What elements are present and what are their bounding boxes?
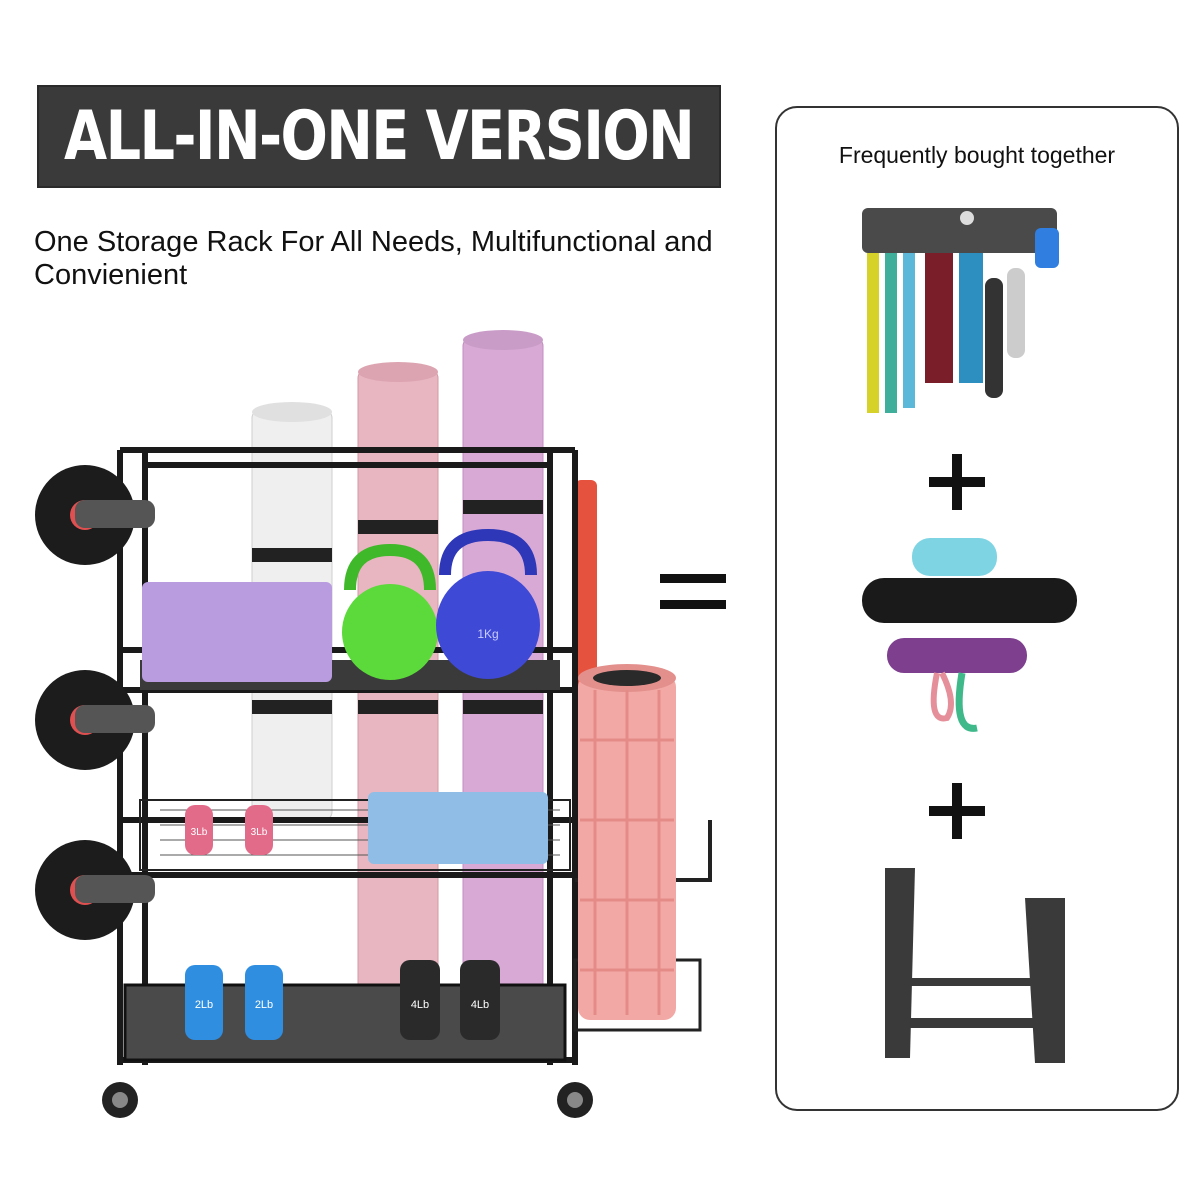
svg-text:4Lb: 4Lb — [471, 999, 489, 1011]
equals-icon — [660, 574, 726, 609]
kettlebell-blue: 1Kg — [436, 528, 540, 679]
kettlebell-green — [342, 543, 438, 680]
svg-text:4Lb: 4Lb — [411, 999, 429, 1011]
caster-wheels — [102, 1082, 593, 1118]
wire-shelf-middle — [139, 799, 571, 871]
svg-text:2Lb: 2Lb — [255, 999, 273, 1011]
dumbbells-pink: 3Lb 3Lb — [185, 805, 273, 855]
yoga-block-blue — [368, 792, 548, 864]
foam-roller-pink — [578, 664, 676, 1020]
plus-icon — [929, 783, 985, 839]
title-banner: ALL-IN-ONE VERSION — [37, 85, 721, 188]
ab-wheel-bottom — [35, 840, 155, 940]
ab-wheel-top — [35, 465, 155, 565]
tagline: One Storage Rack For All Needs, Multifun… — [34, 226, 713, 291]
dumbbells-black: 4Lb 4Lb — [400, 960, 500, 1040]
dumbbells-blue: 2Lb 2Lb — [185, 965, 283, 1040]
wall-holder-rollers-image — [862, 538, 1077, 732]
ab-wheel-middle — [35, 670, 155, 770]
svg-text:3Lb: 3Lb — [191, 827, 208, 838]
wall-rack-bands-image — [862, 208, 1059, 413]
yoga-block-purple — [142, 582, 332, 682]
dumbbell-stand-image — [885, 868, 1065, 1063]
svg-text:3Lb: 3Lb — [251, 827, 268, 838]
storage-rack-image: 1Kg 3Lb 3Lb 2Lb 2Lb 4Lb 4Lb — [35, 330, 712, 1118]
banner-title: ALL-IN-ONE VERSION — [64, 97, 695, 176]
kettlebell-label: 1Kg — [477, 627, 498, 641]
svg-text:2Lb: 2Lb — [195, 999, 213, 1011]
bundle-panel: Frequently bought together — [775, 106, 1179, 1111]
panel-title: Frequently bought together — [838, 142, 1116, 168]
plus-icon — [929, 454, 985, 510]
